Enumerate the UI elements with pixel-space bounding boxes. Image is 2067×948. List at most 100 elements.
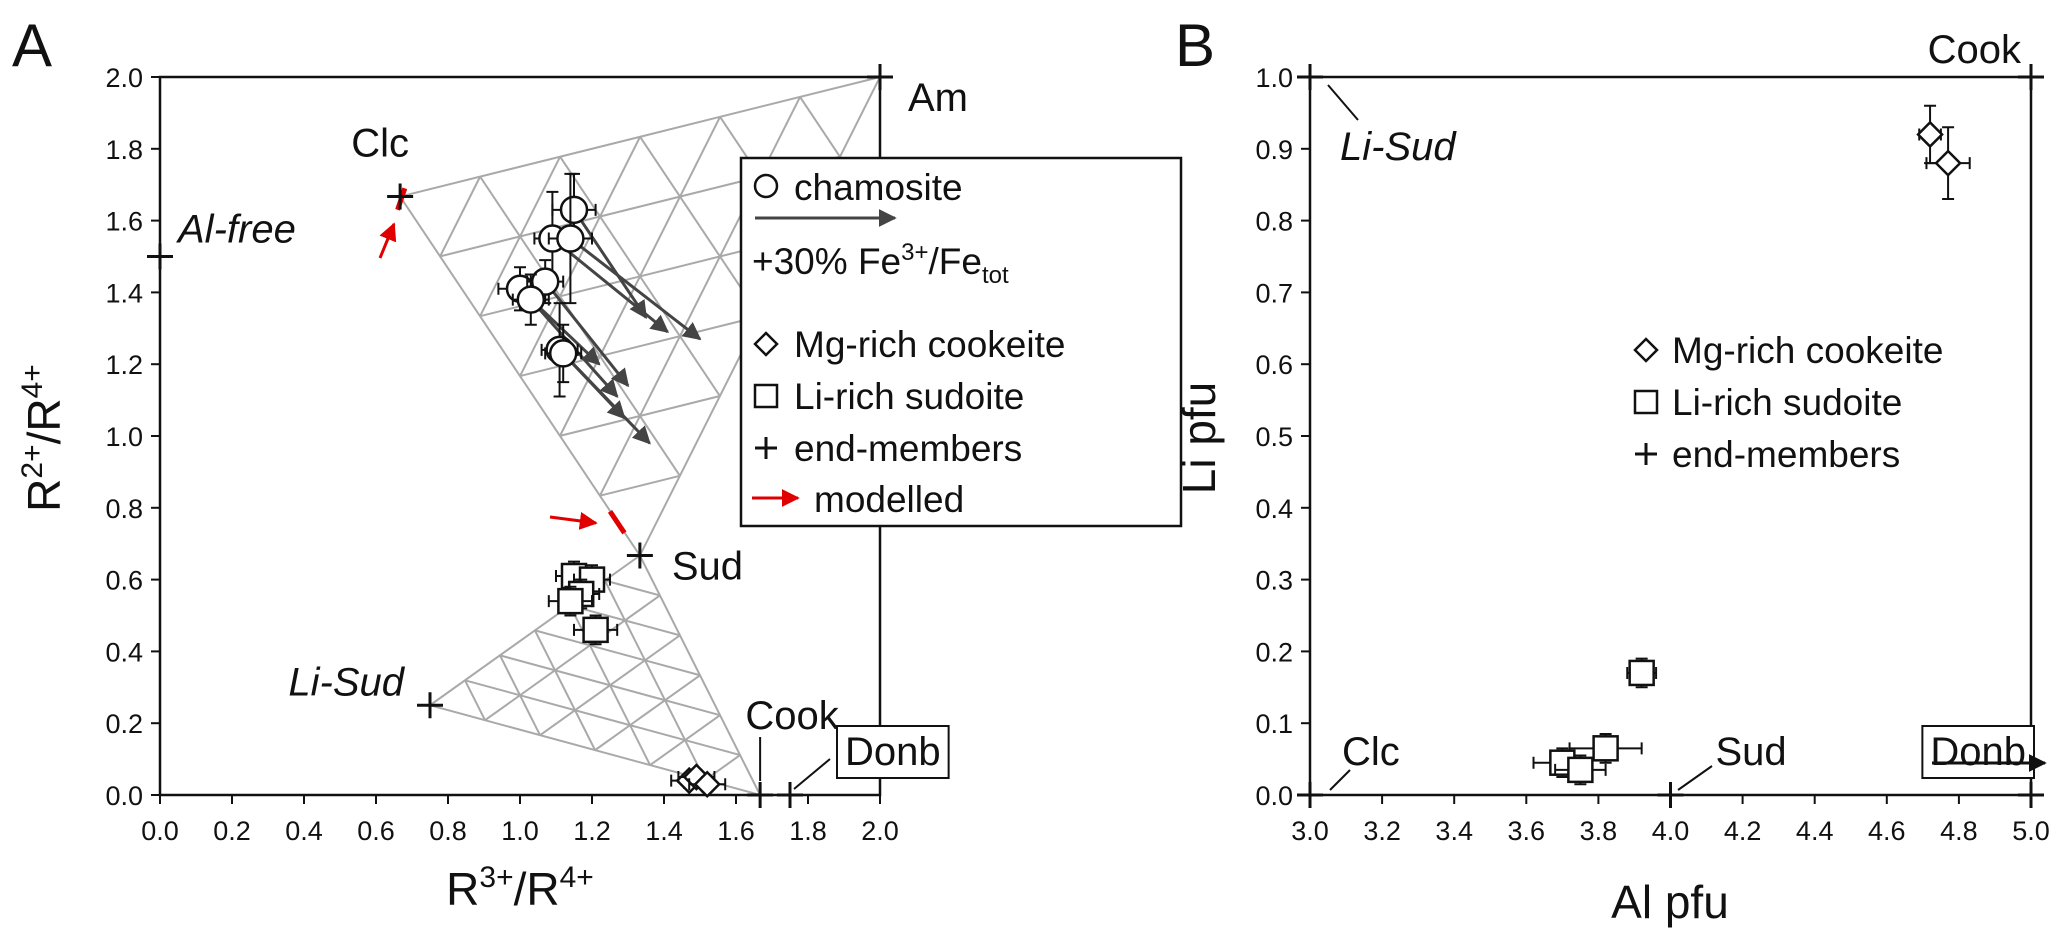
- panel-a-x-axis-label: R3+/R4+: [446, 861, 594, 915]
- panel-b-x-tick-label: 5.0: [2012, 816, 2050, 846]
- modelled-segment: [607, 510, 627, 535]
- panel-b-li-rich-sudoite-point: [1628, 659, 1655, 687]
- clc-leader-line: [1329, 769, 1351, 791]
- panel-a-x-tick-label: 1.2: [573, 816, 611, 846]
- panel-b-y-tick-label: 0.4: [1255, 494, 1293, 524]
- panel-b-y-tick-label: 0.2: [1255, 637, 1293, 667]
- legend-fe3-prefix: +30% Fe: [752, 241, 901, 282]
- legend-square-icon: [753, 383, 779, 409]
- lower-ternary-gridline: [534, 629, 596, 751]
- lower-ternary-gridline: [464, 679, 486, 721]
- legend-fe3-mid: /Fe: [929, 241, 982, 282]
- panel-a-y-tick-label: 0.6: [105, 566, 143, 596]
- panel-a-legend: chamosite +30% Fe3+/Fetot Mg-rich cookei…: [739, 156, 1183, 528]
- panel-b-x-tick-label: 3.8: [1580, 816, 1618, 846]
- legend-plus-icon: [755, 437, 777, 459]
- legend-b-sudoite-label: Li-rich sudoite: [1672, 382, 1902, 423]
- fe3-shift-arrow: [551, 237, 669, 334]
- panel-b-y-axis-label: Li pfu: [1173, 382, 1225, 495]
- panel-a-endmember-clc-cross: [387, 183, 414, 210]
- panel-a-endmember-am-cross: [867, 64, 893, 90]
- panel-a-x-tick-label: 1.0: [501, 816, 539, 846]
- panel-b-data-points: [1532, 104, 1971, 786]
- panel-a-x-tick-label: 0.8: [429, 816, 467, 846]
- panel-b-endmember-donb-cross: [2018, 782, 2044, 808]
- panel-a-x-tick-label: 0.0: [141, 816, 179, 846]
- panel-a-endmember-al-free-label: Al-free: [176, 208, 296, 252]
- panel-a-li-rich-sudoite-point: [557, 587, 584, 615]
- panel-a-y-tick-label: 1.4: [105, 278, 143, 308]
- legend-diamond-icon: [753, 331, 779, 357]
- panel-a-endmember-cook-label: Cook: [745, 694, 839, 738]
- legend-fe3-label: +30% Fe3+/Fetot: [752, 239, 1009, 289]
- donb-leader-line: [793, 758, 831, 790]
- upper-ternary-gridline: [799, 96, 841, 158]
- upper-ternary-gridline: [519, 136, 641, 377]
- legend-b-cookeite-label: Mg-rich cookeite: [1672, 330, 1943, 371]
- legend-modelled-label: modelled: [814, 479, 964, 520]
- panel-b-endmember-sud-cross: [1657, 782, 1684, 808]
- legend-circle-icon: [753, 173, 779, 199]
- panel-a-chamosite-point: [516, 285, 546, 314]
- panel-b-endmember-li-sud-cross: [1297, 64, 1323, 90]
- panel-b-y-tick-label: 0.9: [1255, 135, 1293, 165]
- panel-a-li-rich-sudoite-point: [582, 616, 609, 644]
- panel-b-y-tick-label: 0.1: [1255, 709, 1293, 739]
- panel-b-letter: B: [1175, 12, 1215, 79]
- sud-leader-line: [1677, 765, 1713, 791]
- panel-b-y-tick-label: 0.0: [1255, 781, 1293, 811]
- panel-b-legend: Mg-rich cookeite Li-rich sudoite end-mem…: [1633, 330, 1943, 475]
- panel-b-mg-rich-cookeite-point: [1916, 120, 1944, 149]
- panel-a-x-tick-label: 2.0: [861, 816, 899, 846]
- panel-b-mg-rich-cookeite-point: [1934, 149, 1962, 177]
- panel-b-endmember-cook-label: Cook: [1928, 28, 2022, 72]
- panel-a-letter: A: [12, 12, 52, 79]
- lower-ternary-gridline: [464, 679, 741, 757]
- panel-b-endmember-donb-label: Donb: [1930, 730, 2026, 774]
- legend-cookeite-label: Mg-rich cookeite: [794, 324, 1065, 365]
- legend-b-diamond-icon: [1633, 337, 1659, 363]
- lower-ternary-gridline: [604, 580, 706, 781]
- legend-b-plus-icon: [1635, 443, 1657, 465]
- panel-b-y-tick-label: 0.5: [1255, 422, 1293, 452]
- panel-a-x-tick-label: 0.4: [285, 816, 323, 846]
- panel-a-endmember-al-free-cross: [147, 243, 173, 270]
- fe3-shift-arrow: [544, 280, 630, 388]
- lower-ternary-gridline: [604, 579, 661, 597]
- panel-b-x-tick-label: 3.2: [1363, 816, 1401, 846]
- panel-b-li-rich-sudoite-point: [1592, 735, 1619, 762]
- modelled-pointer-arrow-sud: [549, 511, 598, 530]
- panel-a-x-tick-label: 1.4: [645, 816, 683, 846]
- panel-a-y-tick-label: 1.6: [105, 207, 143, 237]
- upper-ternary-gridline: [599, 474, 681, 497]
- panel-a-x-tick-label: 0.2: [213, 816, 251, 846]
- panel-a-y-axis-label: R2+/R4+: [16, 364, 70, 512]
- panel-a-endmember-am-label: Am: [908, 76, 968, 120]
- panel-a-mg-rich-cookeite-point: [693, 770, 721, 798]
- panel-a-data-points: [497, 172, 727, 798]
- panel-a-y-tick-label: 0.8: [105, 494, 143, 524]
- panel-a-endmember-clc-label: Clc: [351, 122, 409, 166]
- legend-fe3-sub: tot: [982, 262, 1009, 289]
- panel-a-chamosite-point: [548, 339, 578, 368]
- panel-b-endmember-sud-label: Sud: [1716, 730, 1787, 774]
- panel-a-x-tick-label: 1.6: [717, 816, 755, 846]
- panel-a-endmember-cook-cross: [747, 782, 774, 808]
- panel-b-endmember-clc-label: Clc: [1342, 730, 1400, 774]
- panel-a-endmember-donb-box: [836, 725, 950, 779]
- panel-a-endmember-li-sud-cross: [417, 692, 443, 719]
- panel-a-y-tick-label: 2.0: [105, 63, 143, 93]
- panel-a-endmember-donb-cross: [777, 782, 803, 808]
- panel-b-x-tick-label: 4.6: [1868, 816, 1906, 846]
- panel-a-y-tick-label: 0.0: [105, 781, 143, 811]
- panel-b-plot-frame: [1308, 75, 2033, 797]
- panel-b-y-tick-label: 0.8: [1255, 207, 1293, 237]
- panel-b-x-tick-label: 4.0: [1652, 816, 1690, 846]
- panel-b-x-axis-label: Al pfu: [1611, 876, 1729, 928]
- panel-a-x-tick-label: 0.6: [357, 816, 395, 846]
